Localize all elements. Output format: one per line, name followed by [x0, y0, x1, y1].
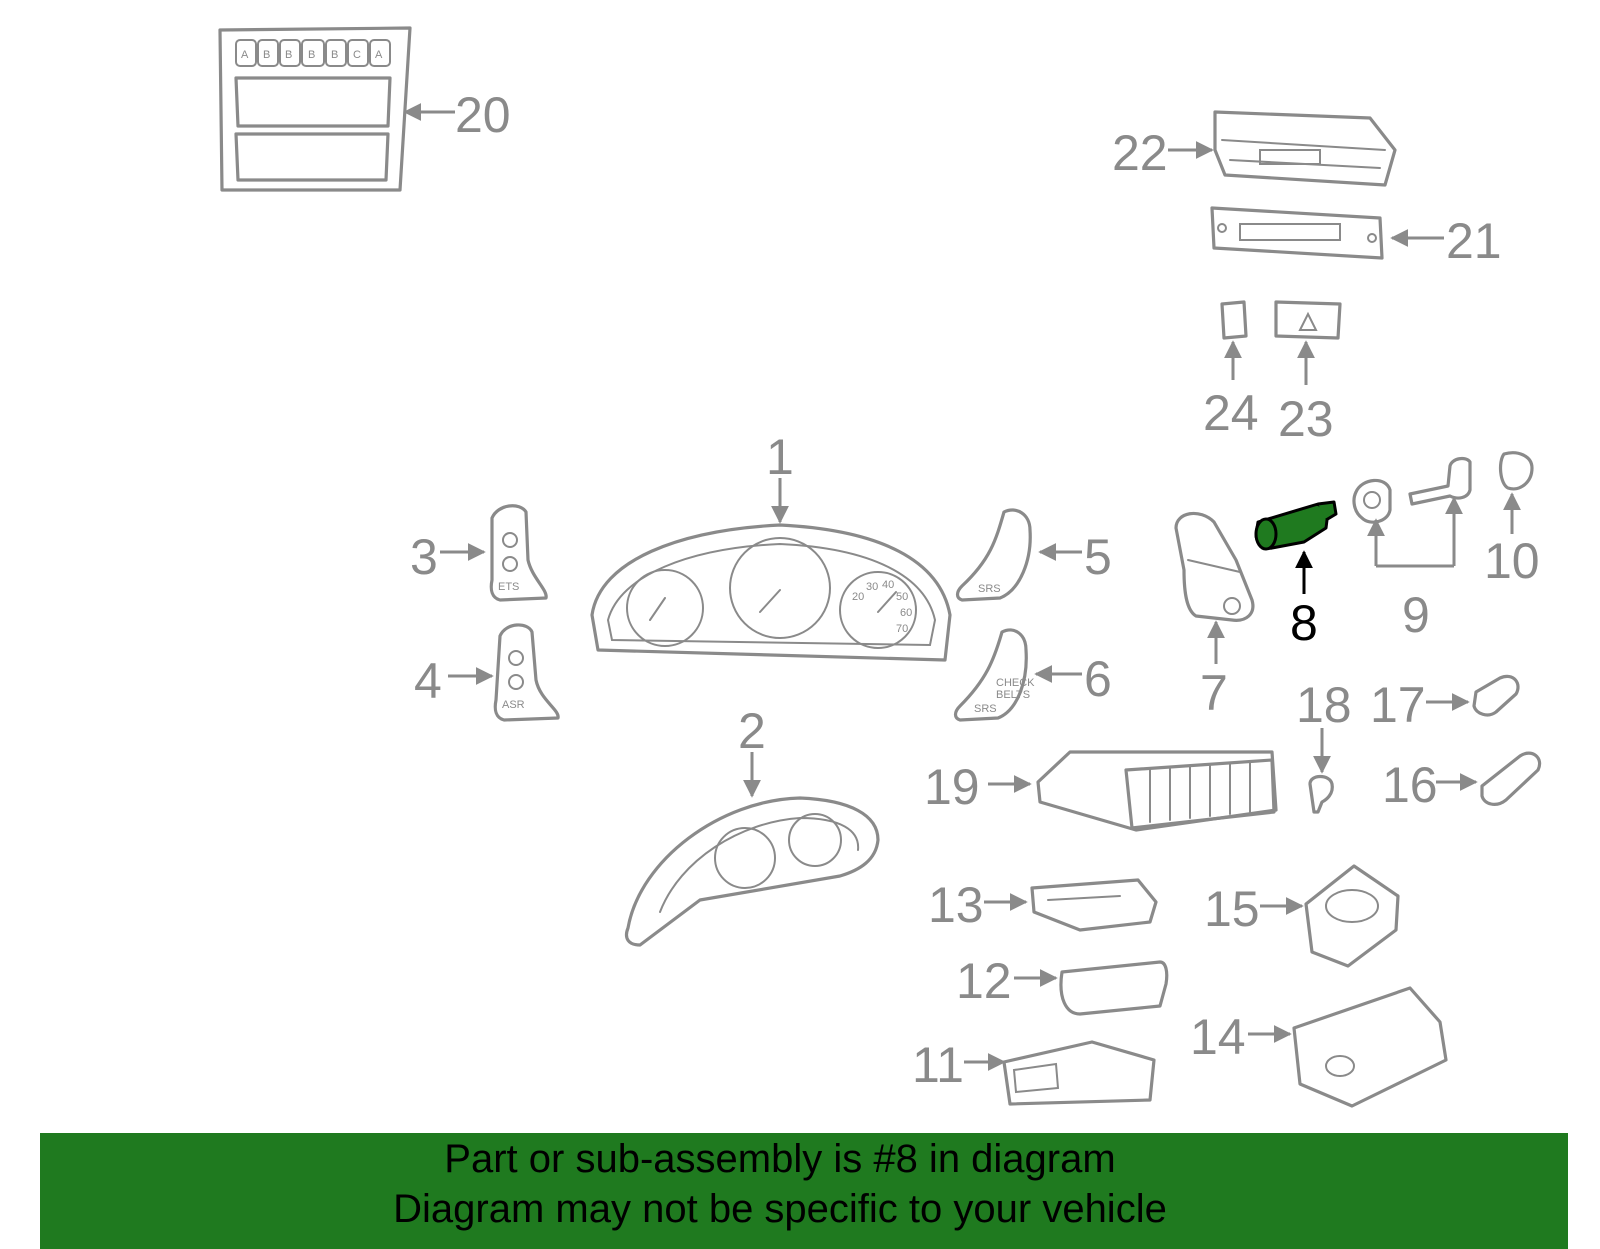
- p20-glyph-6: A: [375, 49, 383, 61]
- part-5-srs-cover[interactable]: SRS: [955, 508, 1032, 602]
- callout-16[interactable]: 16: [1382, 757, 1438, 813]
- p20-glyph-1: B: [263, 49, 270, 61]
- p6-glyph-1: CHECK: [996, 677, 1035, 689]
- info-banner: Part or sub-assembly is #8 in diagram Di…: [40, 1133, 1568, 1249]
- part-20-buttons: A B B B B C A: [235, 39, 391, 67]
- callout-4[interactable]: 4: [414, 653, 442, 709]
- callout-19[interactable]: 19: [924, 759, 980, 815]
- callout-10[interactable]: 10: [1484, 533, 1540, 589]
- p4-glyph-0: ASR: [502, 699, 525, 711]
- part-23-hazard-switch[interactable]: [1274, 300, 1342, 340]
- p3-glyph-0: ETS: [498, 581, 519, 593]
- banner-line-2: Diagram may not be specific to your vehi…: [393, 1187, 1167, 1231]
- callout-13[interactable]: 13: [928, 877, 984, 933]
- part-24-switch[interactable]: [1220, 300, 1248, 340]
- p6-glyph-0: SRS: [974, 703, 997, 715]
- part-18-bulb[interactable]: [1308, 774, 1334, 814]
- callout-23[interactable]: 23: [1278, 391, 1334, 447]
- part-17-switch[interactable]: [1472, 674, 1520, 717]
- p5-glyph-0: SRS: [978, 583, 1001, 595]
- callout-12[interactable]: 12: [956, 953, 1012, 1009]
- part-13-bracket[interactable]: [1030, 878, 1158, 932]
- part-14-ashtray[interactable]: [1292, 986, 1448, 1108]
- callout-1[interactable]: 1: [766, 429, 794, 485]
- gauge-tick-0: 20: [852, 591, 864, 603]
- banner-line-1: Part or sub-assembly is #8 in diagram: [444, 1137, 1116, 1181]
- part-15-cup-holder[interactable]: [1304, 864, 1400, 968]
- callout-2[interactable]: 2: [738, 703, 766, 759]
- gauge-tick-5: 70: [896, 623, 908, 635]
- callout-7[interactable]: 7: [1200, 665, 1228, 721]
- callout-14[interactable]: 14: [1190, 1009, 1246, 1065]
- callout-21[interactable]: 21: [1446, 213, 1502, 269]
- part-4-switch-panel-asr[interactable]: ASR: [493, 623, 560, 722]
- part-2-cluster-housing[interactable]: [624, 796, 880, 947]
- part-7-ignition-housing[interactable]: [1174, 511, 1255, 622]
- callout-6[interactable]: 6: [1084, 651, 1112, 707]
- callout-11[interactable]: 11: [912, 1037, 964, 1093]
- callout-20[interactable]: 20: [455, 87, 511, 143]
- gauge-tick-1: 30: [866, 581, 878, 593]
- gauge-tick-3: 50: [896, 591, 908, 603]
- p6-glyph-2: BELTS: [996, 689, 1030, 701]
- callout-17[interactable]: 17: [1370, 677, 1426, 733]
- part-22-climate-panel[interactable]: [1213, 110, 1397, 187]
- part-6-srs-belts-cover[interactable]: SRS CHECK BELTS: [953, 628, 1036, 722]
- callout-5[interactable]: 5: [1084, 529, 1112, 585]
- callout-3[interactable]: 3: [410, 529, 438, 585]
- callout-22[interactable]: 22: [1112, 125, 1168, 181]
- part-20-console-bezel[interactable]: A B B B B C A: [218, 26, 412, 192]
- p20-glyph-5: C: [353, 49, 361, 61]
- part-16-switch[interactable]: [1480, 751, 1542, 806]
- gauge-tick-2: 40: [882, 579, 894, 591]
- p20-glyph-3: B: [308, 49, 315, 61]
- gauge-tick-4: 60: [900, 607, 912, 619]
- part-12-trim[interactable]: [1059, 960, 1169, 1016]
- part-19-air-vent[interactable]: [1036, 750, 1278, 832]
- part-8-lock-cylinder[interactable]: [1254, 500, 1338, 551]
- callout-8[interactable]: 8: [1290, 595, 1318, 651]
- part-21-panel-bracket[interactable]: [1210, 206, 1384, 260]
- callout-18[interactable]: 18: [1296, 677, 1352, 733]
- p20-glyph-0: A: [241, 49, 249, 61]
- callout-24[interactable]: 24: [1203, 385, 1259, 441]
- p20-glyph-4: B: [331, 49, 338, 61]
- part-11-tray[interactable]: [1002, 1040, 1156, 1106]
- part-3-switch-panel-ets[interactable]: ETS: [489, 504, 548, 602]
- part-1-instrument-cluster[interactable]: 20 30 40 50 60 70: [590, 523, 952, 662]
- part-10-cap[interactable]: [1498, 451, 1534, 491]
- callout-15[interactable]: 15: [1204, 881, 1260, 937]
- callout-9[interactable]: 9: [1402, 587, 1430, 643]
- p20-glyph-2: B: [285, 49, 292, 61]
